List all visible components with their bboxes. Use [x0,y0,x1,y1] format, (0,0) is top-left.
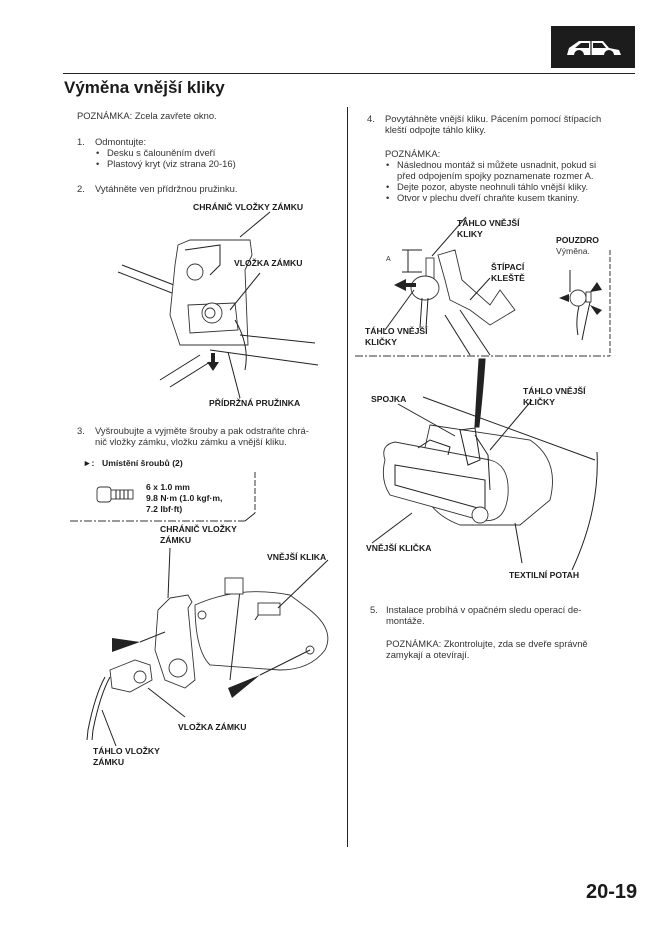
label-lock-guard-2: ZÁMKU [160,535,192,545]
bullet-icon: • [386,181,390,192]
note-close-window: POZNÁMKA: Zcela zavřete okno. [77,110,217,121]
step-text-line-1: Instalace probíhá v opačném sledu operac… [386,604,582,615]
step-text-line-2: montáže. [386,615,425,626]
label-lock-cylinder: VLOŽKA ZÁMKU [234,258,303,268]
label-handle-rod-top-2: KLIKY [457,229,483,239]
section-badge [551,26,635,68]
label-pliers-2: KLEŠTĚ [491,273,525,283]
figure-2-drawing [86,547,329,747]
figure-1-drawing [117,211,319,399]
label-dimension-a: A [386,256,391,263]
bolt-torque: 9.8 N·m (1.0 kgf·m, [146,493,223,503]
label-joint: SPOJKA [371,394,407,404]
label-bushing: POUZDRO [556,235,599,245]
step-number: 4. [367,113,375,124]
label-cylinder-rod-2: ZÁMKU [93,757,125,767]
label-cylinder-rod-1: TÁHLO VLOŽKY [93,746,160,756]
figure-outer-handle: SPOJKA TÁHLO VNĚJŠÍ KLIČKY VNĚJŠÍ KLIČKA… [350,358,640,590]
bullet-text: Otvor v plechu dveří chraňte kusem tkani… [397,192,580,203]
bolt-marker-icon: ►: [83,458,95,468]
bolt-torque-imperial: 7.2 lbf·ft) [146,504,183,514]
bullet-icon: • [96,147,100,158]
page-title: Výměna vnější kliky [64,78,225,97]
note-heading: POZNÁMKA: [385,148,441,159]
label-lock-guard: CHRÁNIČ VLOŽKY ZÁMKU [193,202,304,212]
figure-exploded-handle: CHRÁNIČ VLOŽKY ZÁMKU VNĚJŠÍ KLIKA VLOŽKA… [60,520,345,780]
bullet-text: Desku s čalouněním dveří [107,147,216,158]
bolt-icon [70,472,256,522]
step-number: 1. [77,136,85,147]
header-rule [63,73,635,74]
car-body-icon [567,41,621,55]
bullet-text: Dejte pozor, abyste neohnuli táhlo vnějš… [397,181,589,192]
label-bushing-replace: Výměna. [556,246,590,256]
label-handle-rod-bottom-1: TÁHLO VNĚJŠÍ [365,326,428,336]
step-text-line-2: nič vložky zámku, vložku zámku a vnější … [95,436,287,447]
page-number: 20-19 [586,881,638,903]
bullet-icon: • [386,159,390,170]
step-number: 3. [77,425,85,436]
bolt-heading: Umístění šroubů (2) [102,458,183,468]
figure-lock-cylinder-spring: CHRÁNIČ VLOŽKY ZÁMKU VLOŽKA ZÁMKU PŘÍDRŽ… [60,195,340,410]
note-line-2: zamykají a otevírají. [386,649,470,660]
bullet-text: před odpojením spojky poznamenate rozmer… [397,170,594,181]
label-handle-rod-top-1: TÁHLO VNĚJŠÍ [457,218,520,228]
note-line-1: POZNÁMKA: Zkontrolujte, zda se dveře spr… [386,638,588,649]
label-outer-handle: VNĚJŠÍ KLIČKA [366,543,432,553]
label-lock-cylinder: VLOŽKA ZÁMKU [178,722,247,732]
bullet-text: Plastový kryt (viz strana 20-16) [107,158,236,169]
figure-rod-disconnect: TÁHLO VNĚJŠÍ KLIKY A ŠTÍPACÍ KLEŠTĚ TÁHL… [350,210,640,360]
bolt-size: 6 x 1.0 mm [146,482,190,492]
step-text-line-2: kleští odpojte táhlo kliky. [385,124,486,135]
bullet-icon: • [386,192,390,203]
bolt-spec-box: ►: Umístění šroubů (2) 6 x 1.0 mm 9.8 N·… [70,458,260,528]
step-number: 2. [77,183,85,194]
figure-4-drawing [371,358,598,571]
label-handle-rod-bottom-2: KLIČKY [365,337,397,347]
label-handle-rod-1: TÁHLO VNĚJŠÍ [523,386,586,396]
label-handle-rod-2: KLIČKY [523,397,555,407]
label-lock-guard-1: CHRÁNIČ VLOŽKY [160,524,237,534]
column-divider [347,107,348,847]
bullet-text: Následnou montáž si můžete usnadnit, pok… [397,159,597,170]
step-text-line-1: Vyšroubujte a vyjměte šrouby a pak odstr… [95,425,309,436]
label-pliers-1: ŠTÍPACÍ [491,262,525,272]
label-retaining-spring: PŘÍDRŽNÁ PRUŽINKA [209,398,301,408]
step-number: 5. [370,604,378,615]
step-text-line-1: Povytáhněte vnější kliku. Pácením pomocí… [385,113,602,124]
label-fabric-cover: TEXTILNÍ POTAH [509,570,580,580]
bullet-icon: • [96,158,100,169]
label-outer-handle: VNĚJŠÍ KLIKA [267,552,327,562]
figure-3-drawing [355,216,611,357]
step-text: Odmontujte: [95,136,147,147]
step-text: Vytáhněte ven přídržnou pružinku. [95,183,238,194]
